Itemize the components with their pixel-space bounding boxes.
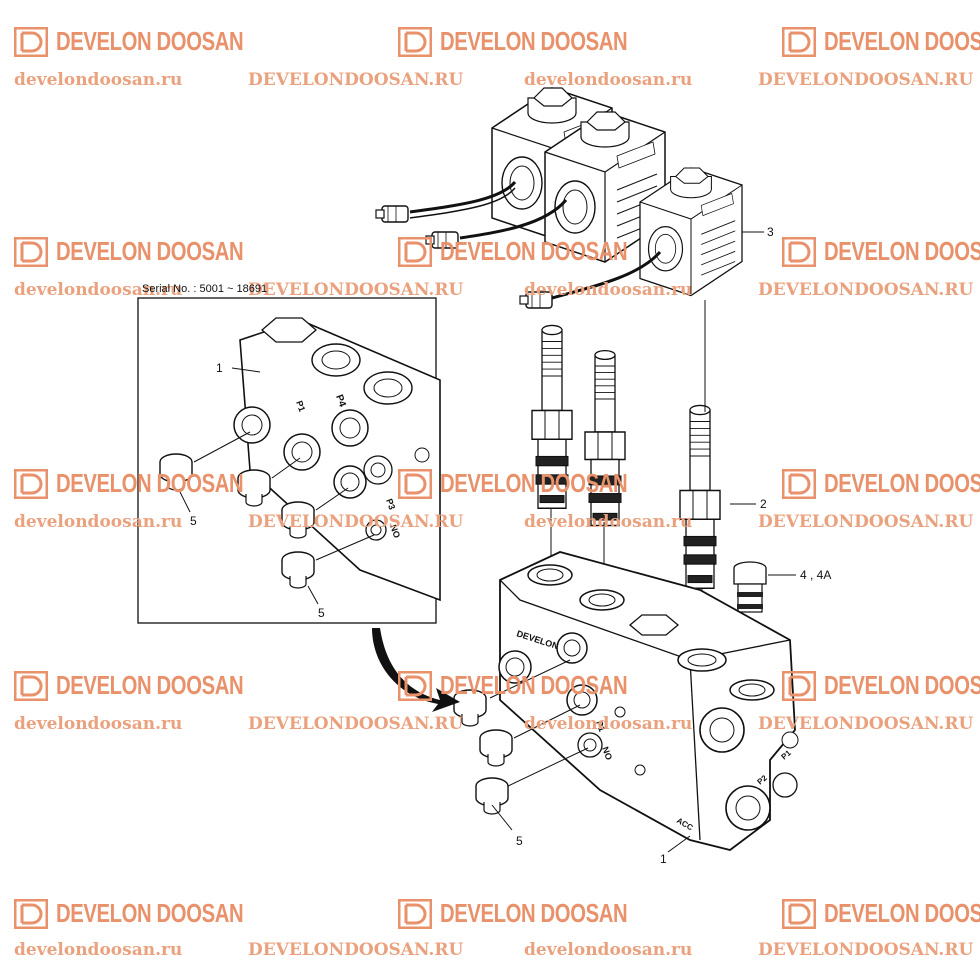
cartridge-valve-3 bbox=[679, 404, 721, 590]
watermark-brand-3: DEVELON DOOSAN bbox=[782, 26, 980, 57]
develon-logo-icon bbox=[14, 236, 48, 267]
inset-serial-label: Serial No. : 5001 ~ 18691 bbox=[142, 283, 268, 295]
watermark-url: DEVELONDOOSAN.RU bbox=[758, 940, 974, 960]
callout-4-4a: 4 , 4A bbox=[800, 568, 832, 582]
watermark-brand-5: DEVELON DOOSAN bbox=[398, 236, 680, 267]
callout-1-inset: 1 bbox=[216, 361, 223, 375]
develon-logo-icon bbox=[782, 898, 816, 929]
port-label-p1-main: P1 bbox=[594, 719, 607, 733]
watermark-brand-text: DEVELON DOOSAN bbox=[56, 898, 244, 928]
watermark-brand-text: DEVELON DOOSAN bbox=[440, 670, 628, 700]
callout-5-inset-b: 5 bbox=[318, 606, 325, 620]
watermark-url: DEVELONDOOSAN.RU bbox=[248, 940, 464, 960]
watermark-url: DEVELONDOOSAN.RU bbox=[248, 714, 464, 734]
relief-valve bbox=[733, 561, 767, 613]
watermark-brand-4: DEVELON DOOSAN bbox=[14, 236, 296, 267]
watermark-url: develondoosan.ru bbox=[14, 70, 183, 90]
develon-logo-icon bbox=[782, 236, 816, 267]
watermark-brand-8: DEVELON DOOSAN bbox=[398, 468, 680, 499]
watermark-url: develondoosan.ru bbox=[524, 280, 693, 300]
develon-logo-icon bbox=[398, 468, 432, 499]
valve-manifold-block bbox=[498, 551, 799, 851]
watermark-brand-text: DEVELON DOOSAN bbox=[824, 670, 980, 700]
watermark-brand-1: DEVELON DOOSAN bbox=[14, 26, 296, 57]
port-plug-main-3 bbox=[475, 777, 509, 815]
watermark-url: DEVELONDOOSAN.RU bbox=[758, 512, 974, 532]
port-label-p1-inset: P1 bbox=[294, 399, 307, 413]
watermark-brand-text: DEVELON DOOSAN bbox=[440, 26, 628, 56]
develon-logo-icon bbox=[14, 468, 48, 499]
callout-5-main: 5 bbox=[516, 834, 523, 848]
watermark-url: DEVELONDOOSAN.RU bbox=[758, 70, 974, 90]
watermark-brand-text: DEVELON DOOSAN bbox=[824, 26, 980, 56]
develon-logo-icon bbox=[398, 236, 432, 267]
watermark-brand-text: DEVELON DOOSAN bbox=[56, 26, 244, 56]
wire-connector-1 bbox=[375, 205, 409, 223]
wire-harness-1b bbox=[409, 187, 516, 219]
watermark-brand-text: DEVELON DOOSAN bbox=[824, 898, 980, 928]
watermark-url: DEVELONDOOSAN.RU bbox=[248, 70, 464, 90]
watermark-brand-7: DEVELON DOOSAN bbox=[14, 468, 296, 499]
watermark-url: DEVELONDOOSAN.RU bbox=[758, 280, 974, 300]
watermark-url: DEVELONDOOSAN.RU bbox=[758, 714, 974, 734]
develon-logo-icon bbox=[398, 898, 432, 929]
develon-logo-icon bbox=[14, 898, 48, 929]
port-label-p3-inset: P3 bbox=[384, 497, 397, 511]
watermark-brand-text: DEVELON DOOSAN bbox=[56, 468, 244, 498]
port-plug-main-2 bbox=[479, 729, 513, 767]
port-label-p4-inset: P4 bbox=[333, 393, 348, 409]
watermark-url: develondoosan.ru bbox=[524, 70, 693, 90]
wire-harness-2 bbox=[459, 199, 568, 240]
callout-3: 3 bbox=[767, 225, 774, 239]
watermark-url: DEVELONDOOSAN.RU bbox=[248, 280, 464, 300]
develon-logo-icon bbox=[398, 670, 432, 701]
develon-logo-icon bbox=[14, 26, 48, 57]
watermark-url: develondoosan.ru bbox=[14, 940, 183, 960]
watermark-brand-10: DEVELON DOOSAN bbox=[14, 670, 296, 701]
watermark-brand-12: DEVELON DOOSAN bbox=[782, 670, 980, 701]
watermark-brand-13: DEVELON DOOSAN bbox=[14, 898, 296, 929]
watermark-brand-2: DEVELON DOOSAN bbox=[398, 26, 680, 57]
watermark-brand-11: DEVELON DOOSAN bbox=[398, 670, 680, 701]
wire-harness-3 bbox=[551, 251, 662, 300]
watermark-brand-text: DEVELON DOOSAN bbox=[56, 670, 244, 700]
watermark-url: develondoosan.ru bbox=[14, 280, 183, 300]
watermark-brand-text: DEVELON DOOSAN bbox=[824, 468, 980, 498]
develon-logo-icon bbox=[782, 26, 816, 57]
watermark-brand-text: DEVELON DOOSAN bbox=[440, 898, 628, 928]
watermark-brand-text: DEVELON DOOSAN bbox=[440, 236, 628, 266]
develon-logo-icon bbox=[782, 468, 816, 499]
develon-logo-icon bbox=[398, 26, 432, 57]
watermark-url: develondoosan.ru bbox=[524, 940, 693, 960]
inset-valve-block bbox=[233, 317, 441, 602]
watermark-url: develondoosan.ru bbox=[14, 714, 183, 734]
watermark-brand-6: DEVELON DOOSAN bbox=[782, 236, 980, 267]
port-label-p1-side: P1 bbox=[780, 748, 794, 762]
watermark-brand-15: DEVELON DOOSAN bbox=[782, 898, 980, 929]
callout-2: 2 bbox=[760, 497, 767, 511]
watermark-url: develondoosan.ru bbox=[14, 512, 183, 532]
port-label-no-main: NO bbox=[600, 745, 614, 761]
port-label-no-inset: NO bbox=[388, 523, 402, 539]
watermark-brand-text: DEVELON DOOSAN bbox=[56, 236, 244, 266]
cartridge-valve-2 bbox=[584, 349, 626, 527]
watermark-url: develondoosan.ru bbox=[524, 714, 693, 734]
watermark-brand-9: DEVELON DOOSAN bbox=[782, 468, 980, 499]
watermark-brand-text: DEVELON DOOSAN bbox=[440, 468, 628, 498]
develon-logo-icon bbox=[14, 670, 48, 701]
wire-harness-1 bbox=[409, 180, 517, 214]
watermark-brand-14: DEVELON DOOSAN bbox=[398, 898, 680, 929]
callout-1-main: 1 bbox=[660, 852, 667, 866]
inset-arrow bbox=[372, 628, 460, 712]
watermark-url: DEVELONDOOSAN.RU bbox=[248, 512, 464, 532]
develon-logo-icon bbox=[782, 670, 816, 701]
watermark-url: develondoosan.ru bbox=[524, 512, 693, 532]
callout-5-inset-a: 5 bbox=[190, 514, 197, 528]
watermark-brand-text: DEVELON DOOSAN bbox=[824, 236, 980, 266]
